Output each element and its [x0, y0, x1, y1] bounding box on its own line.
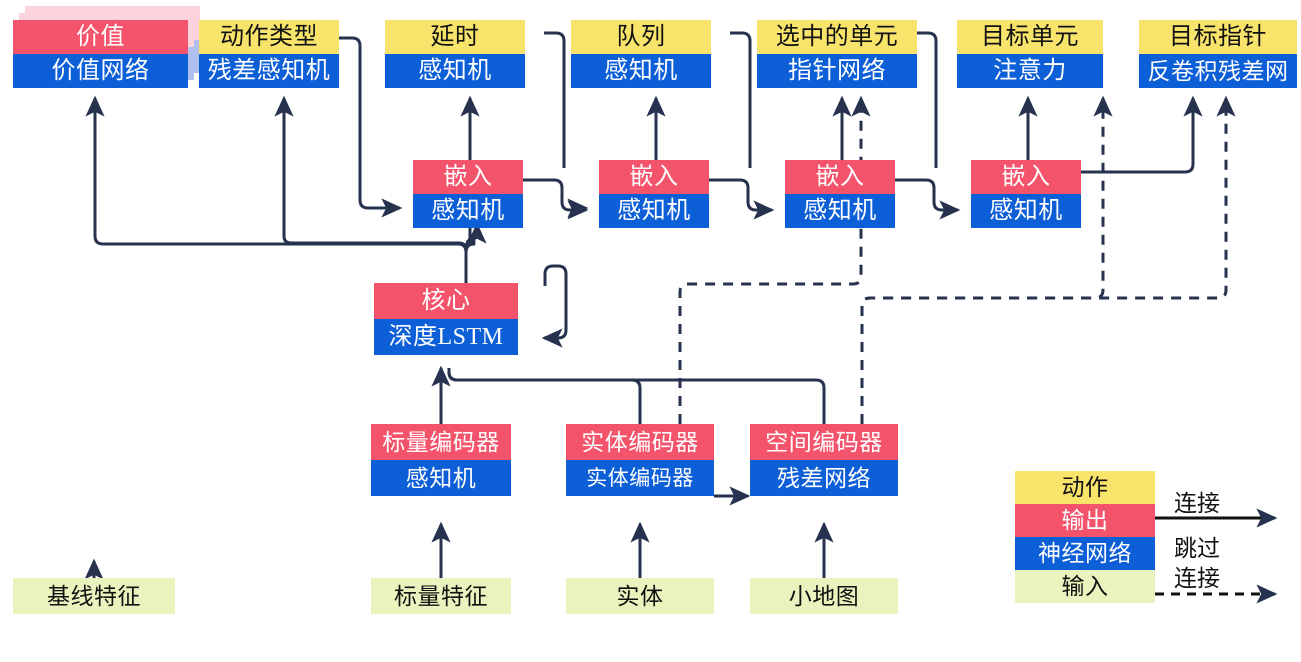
head-network-label: 注意力 — [957, 54, 1103, 88]
head-node-selected-units[interactable]: 选中的单元 指针网络 — [757, 20, 917, 88]
head-action-label: 目标指针 — [1139, 20, 1297, 54]
core-network-label: 深度LSTM — [374, 319, 518, 355]
embed-network-label: 感知机 — [413, 194, 523, 228]
embed-output-label: 嵌入 — [599, 160, 709, 194]
embed-output-label: 嵌入 — [413, 160, 523, 194]
head-network-label: 感知机 — [385, 54, 525, 88]
legend: 动作 输出 神经网络 输入 — [1015, 471, 1155, 603]
legend-connection-label: 连接 — [1174, 491, 1220, 516]
head-action-label: 动作类型 — [199, 20, 339, 54]
input-label: 基线特征 — [13, 578, 175, 614]
encoder-network-label: 实体编码器 — [566, 460, 714, 496]
head-action-label: 价值 — [13, 20, 188, 54]
input-node-baseline-features[interactable]: 基线特征 — [13, 578, 175, 614]
encoder-network-label: 残差网络 — [750, 460, 898, 496]
embed-node-1[interactable]: 嵌入 感知机 — [413, 160, 523, 228]
head-node-delay[interactable]: 延时 感知机 — [385, 20, 525, 88]
input-node-scalar-features[interactable]: 标量特征 — [371, 578, 511, 614]
encoder-network-label: 感知机 — [371, 460, 511, 496]
legend-swatch-network: 神经网络 — [1015, 537, 1155, 570]
head-network-label: 反卷积残差网 — [1139, 54, 1297, 88]
head-node-queued[interactable]: 队列 感知机 — [571, 20, 711, 88]
embed-node-3[interactable]: 嵌入 感知机 — [785, 160, 895, 228]
embed-output-label: 嵌入 — [785, 160, 895, 194]
embed-network-label: 感知机 — [599, 194, 709, 228]
embed-node-2[interactable]: 嵌入 感知机 — [599, 160, 709, 228]
head-node-target-pointer[interactable]: 目标指针 反卷积残差网 — [1139, 20, 1297, 88]
legend-swatch-action: 动作 — [1015, 471, 1155, 504]
legend-swatch-output: 输出 — [1015, 504, 1155, 537]
core-output-label: 核心 — [374, 283, 518, 319]
head-network-label: 残差感知机 — [199, 54, 339, 88]
input-label: 实体 — [566, 578, 714, 614]
head-action-label: 队列 — [571, 20, 711, 54]
head-action-label: 选中的单元 — [757, 20, 917, 54]
encoder-node-scalar[interactable]: 标量编码器 感知机 — [371, 424, 511, 496]
encoder-output-label: 空间编码器 — [750, 424, 898, 460]
legend-skip-label-line1: 跳过 — [1174, 536, 1220, 561]
head-node-value[interactable]: 价值 价值网络 — [13, 20, 188, 88]
head-network-label: 指针网络 — [757, 54, 917, 88]
encoder-output-label: 实体编码器 — [566, 424, 714, 460]
legend-swatch-input: 输入 — [1015, 570, 1155, 603]
head-node-target-unit[interactable]: 目标单元 注意力 — [957, 20, 1103, 88]
core-node[interactable]: 核心 深度LSTM — [374, 283, 518, 355]
legend-skip-label-line2: 连接 — [1174, 566, 1220, 591]
head-network-label: 感知机 — [571, 54, 711, 88]
head-action-label: 延时 — [385, 20, 525, 54]
encoder-output-label: 标量编码器 — [371, 424, 511, 460]
input-node-minimap[interactable]: 小地图 — [750, 578, 898, 614]
embed-network-label: 感知机 — [971, 194, 1081, 228]
encoder-node-entity[interactable]: 实体编码器 实体编码器 — [566, 424, 714, 496]
embed-network-label: 感知机 — [785, 194, 895, 228]
encoder-node-spatial[interactable]: 空间编码器 残差网络 — [750, 424, 898, 496]
input-label: 标量特征 — [371, 578, 511, 614]
head-action-label: 目标单元 — [957, 20, 1103, 54]
input-node-entities[interactable]: 实体 — [566, 578, 714, 614]
head-node-action-type[interactable]: 动作类型 残差感知机 — [199, 20, 339, 88]
head-network-label: 价值网络 — [13, 54, 188, 88]
embed-node-4[interactable]: 嵌入 感知机 — [971, 160, 1081, 228]
input-label: 小地图 — [750, 578, 898, 614]
embed-output-label: 嵌入 — [971, 160, 1081, 194]
